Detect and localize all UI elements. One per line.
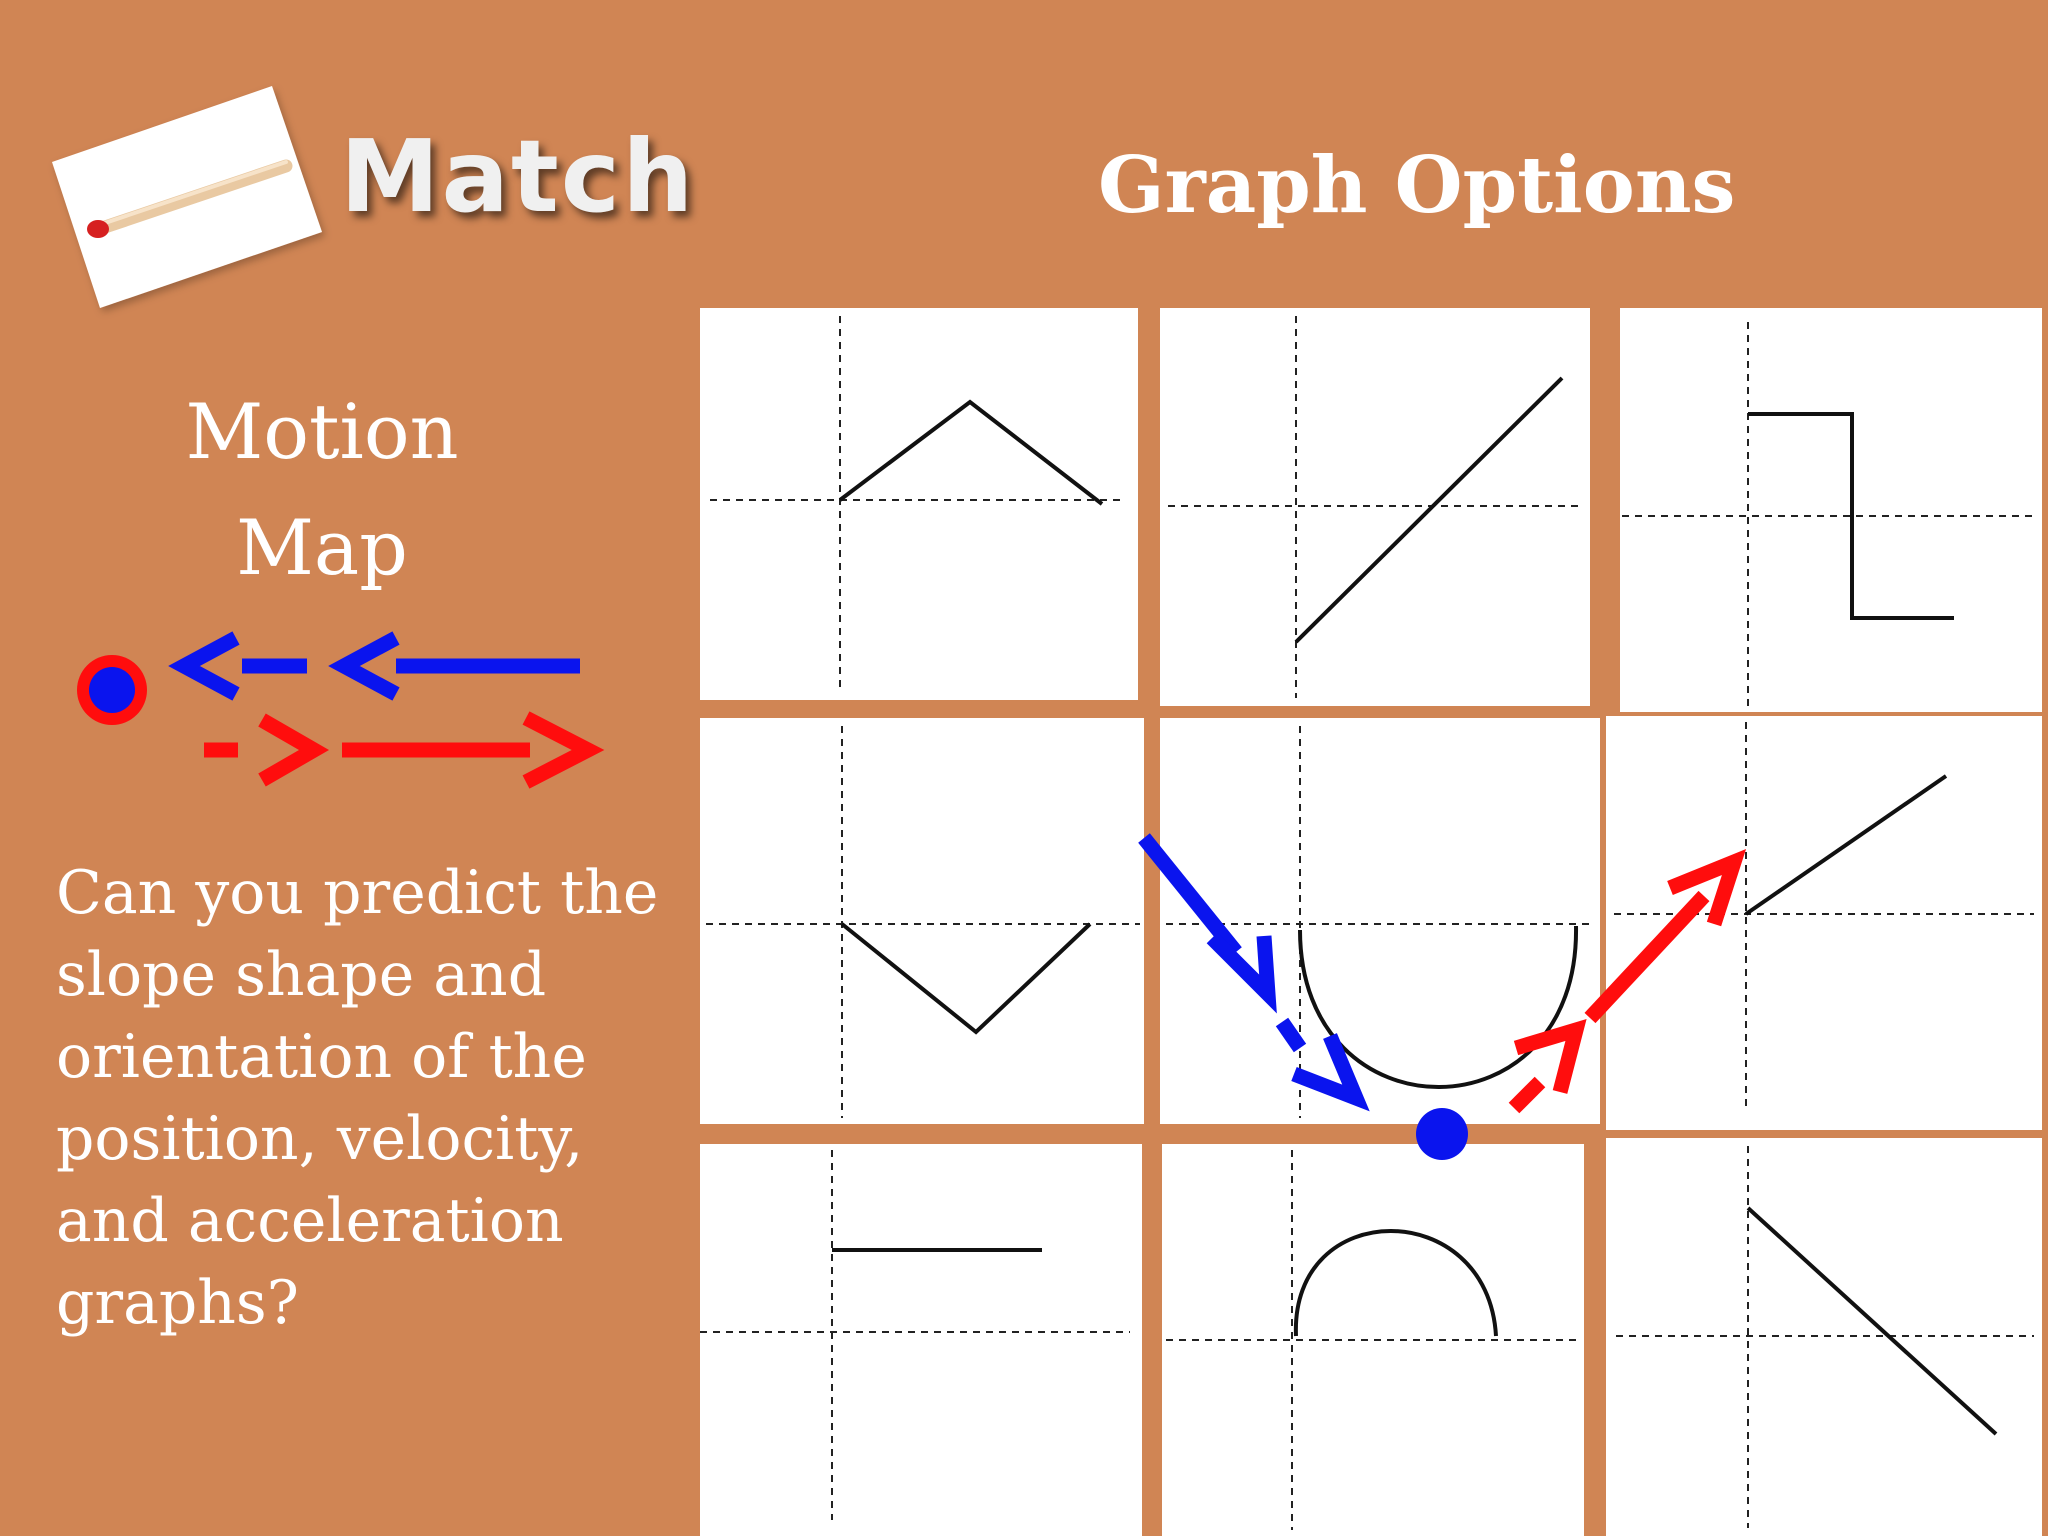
motion-map-title: Motion Map xyxy=(40,374,604,606)
curve-step-down xyxy=(1748,412,1954,620)
graph-panel-3[interactable] xyxy=(1620,308,2042,712)
blue-motion-arrows xyxy=(1138,833,1370,1112)
object-dot-icon xyxy=(1416,1108,1468,1160)
graph-panel-7[interactable] xyxy=(700,1144,1142,1536)
curve-falling-line xyxy=(1746,1206,1998,1436)
red-motion-arrows xyxy=(1508,848,1747,1114)
prompt-line: position, velocity, xyxy=(56,1104,584,1174)
app-title: Match xyxy=(340,118,696,235)
curve-dome xyxy=(1293,1229,1498,1337)
curve-rising-line xyxy=(1294,376,1564,644)
graph-panel-2[interactable] xyxy=(1160,308,1590,706)
graph-panel-1[interactable] xyxy=(700,308,1138,700)
object-dot-icon xyxy=(77,655,147,725)
section-title: Graph Options xyxy=(1098,140,1736,231)
curve-valley xyxy=(840,922,1092,1035)
graph-panel-5[interactable] xyxy=(1160,718,1600,1124)
prompt-line: orientation of the xyxy=(56,1022,587,1092)
matchstick-icon xyxy=(52,86,322,308)
prompt-line: slope shape and xyxy=(56,940,547,1010)
prompt-line: Can you predict the xyxy=(56,858,659,928)
curve-peak xyxy=(838,399,1104,506)
prompt-line: and acceleration xyxy=(56,1186,564,1256)
motion-map-title-line1: Motion xyxy=(185,387,459,476)
velocity-arrows-right xyxy=(204,711,605,789)
graph-options-grid xyxy=(700,308,2042,1536)
velocity-arrows-left xyxy=(168,631,580,701)
motion-map xyxy=(77,631,605,789)
prompt-line: graphs? xyxy=(56,1268,299,1338)
graph-curves xyxy=(832,376,1998,1436)
curve-u xyxy=(1298,925,1579,1089)
curve-rising-from-origin xyxy=(1744,774,1948,916)
prompt-text: Can you predict the slope shape and orie… xyxy=(56,852,676,1344)
motion-map-title-line2: Map xyxy=(236,503,408,592)
graph-panel-4[interactable] xyxy=(700,718,1144,1124)
